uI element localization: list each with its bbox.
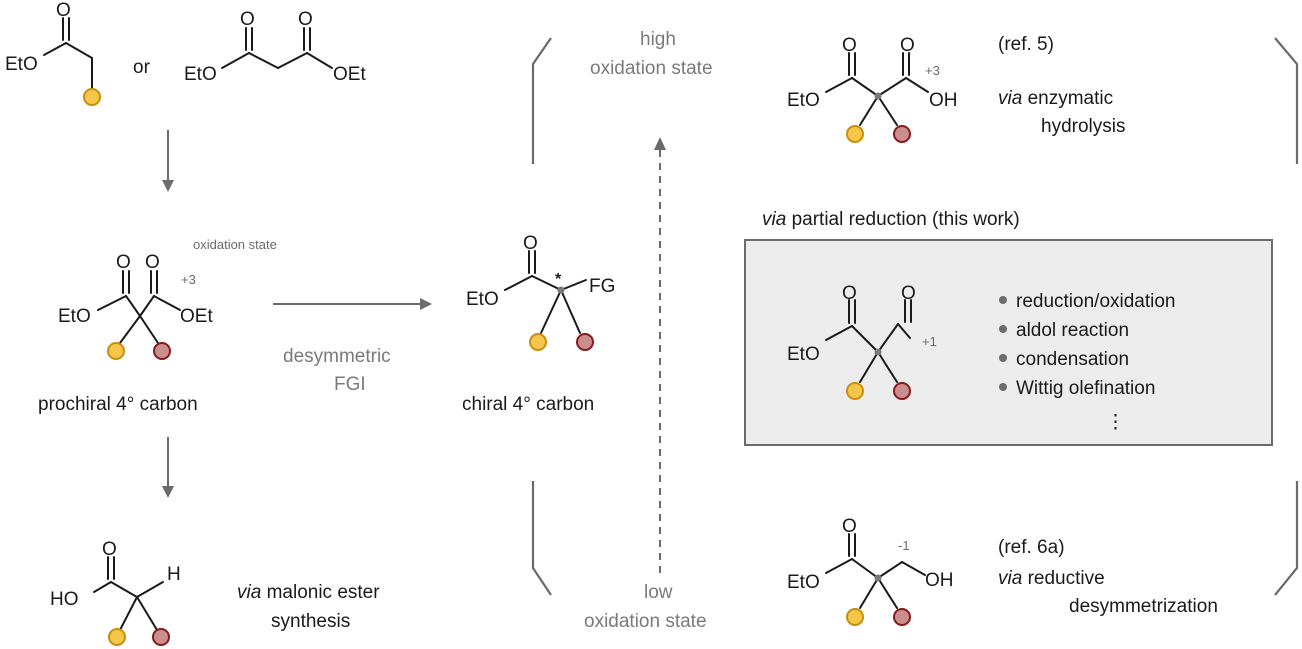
ref5-ox: +3 [925,63,940,78]
ref5-method-line1: via enzymatic [998,88,1113,109]
substituent-red [153,342,171,360]
substituent-red [893,382,911,400]
substituent-yellow [83,88,101,106]
chiral-product: O EtO FG * [466,233,615,351]
bracket-bottom-left [531,481,552,596]
ref5-structure: O O EtO OH +3 [787,35,958,143]
bracket-top-left [531,37,552,164]
list-item: condensation [1016,349,1129,370]
ref6a-eto: EtO [787,572,820,593]
ref6a-o: O [842,516,857,537]
prochiral-caption: prochiral 4° carbon [38,394,198,415]
ref6a-method-line1: via reductive [998,568,1105,589]
malonic-h: H [167,564,181,585]
ref6a-method-line2: desymmetrization [1069,596,1218,617]
ref5-o2: O [900,35,915,56]
bullet-icon [999,354,1007,362]
substituent-red [893,125,911,143]
bracket-top-right [1274,37,1299,164]
reagent-1-eto: EtO [5,54,38,75]
axis-high-line1: high [640,29,676,50]
fgi-label-line2: FGI [334,374,366,395]
chiral-caption: chiral 4° carbon [462,394,594,415]
reagent-1-carbonyl-o: O [56,0,71,21]
substituent-yellow [108,628,126,646]
oxidation-axis-arrow [654,137,666,573]
fgi-label-line1: desymmetric [283,346,391,367]
chiral-o: O [523,233,538,254]
this-work-o2: O [901,283,916,304]
this-work-eto: EtO [787,344,820,365]
chiral-eto: EtO [466,289,499,310]
list-item: aldol reaction [1016,320,1129,341]
list-item: Wittig olefination [1016,378,1155,399]
substituent-red [576,333,594,351]
reagent-2-o1: O [240,9,255,30]
ref5-label: (ref. 5) [998,34,1054,55]
malonic-caption-line2: synthesis [271,611,350,632]
arrow-down-2 [162,437,174,498]
this-work-ox: +1 [922,334,937,349]
malonic-ho: HO [50,589,79,610]
malonic-o: O [102,539,117,560]
this-work-title: via partial reduction (this work) [762,209,1020,230]
this-work-structure: O O EtO +1 [787,283,937,400]
substituent-yellow [846,382,864,400]
prochiral-o1: O [116,252,131,273]
malonic-caption-line1: via malonic ester [237,582,380,603]
reagent-2-oet: OEt [333,64,366,85]
ref5-eto: EtO [787,90,820,111]
substituent-yellow [529,333,547,351]
ref6a-structure: O EtO OH -1 [787,516,954,626]
stereocenter-star: * [555,271,562,288]
substituent-red [893,608,911,626]
bullet-icon [999,325,1007,333]
reagent-2-eto: EtO [184,64,217,85]
list-item: reduction/oxidation [1016,291,1176,312]
oxidation-state-note: oxidation state [193,237,277,252]
substituent-red [152,628,170,646]
ref6a-oh: OH [925,570,954,591]
axis-high-line2: oxidation state [590,58,713,79]
or-label: or [133,57,151,78]
ref5-oh: OH [929,90,958,111]
bullet-icon [999,383,1007,391]
chiral-fg: FG [589,276,615,297]
this-work-list: reduction/oxidation aldol reaction conde… [999,291,1176,433]
prochiral-ox-value: +3 [181,272,196,287]
substituent-yellow [846,608,864,626]
axis-low-line1: low [644,582,673,603]
this-work-o1: O [842,283,857,304]
reagent-2: O O EtO OEt [184,9,366,85]
arrow-down-1 [162,130,174,192]
this-work-box [744,239,1273,446]
malonic-product: O HO H [50,539,181,646]
reagent-1: O EtO [5,0,101,106]
prochiral-oet: OEt [180,306,213,327]
desymmetric-arrow [273,298,432,310]
substituent-yellow [107,342,125,360]
substituent-yellow [846,125,864,143]
ref6a-ox: -1 [898,538,910,553]
ref6a-label: (ref. 6a) [998,537,1065,558]
ref5-o1: O [842,35,857,56]
axis-low-line2: oxidation state [584,611,707,632]
prochiral-eto: EtO [58,306,91,327]
reagent-2-o2: O [298,9,313,30]
bracket-bottom-right [1274,481,1299,596]
ref5-method-line2: hydrolysis [1041,116,1125,137]
list-ellipsis: ⋮ [1106,412,1125,433]
bullet-icon [999,296,1007,304]
prochiral-o2: O [145,252,160,273]
prochiral-malonate: O O EtO OEt oxidation state +3 [58,237,277,360]
